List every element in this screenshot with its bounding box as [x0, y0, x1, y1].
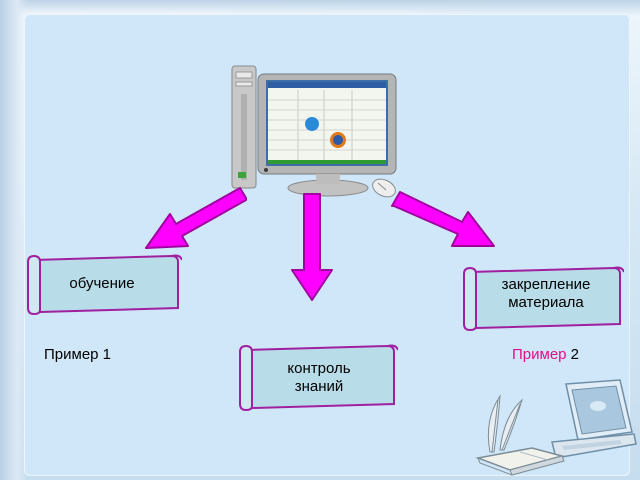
laptop-book-quill-icon	[475, 379, 637, 476]
scroll-learning[interactable]: обучение	[22, 252, 182, 316]
scroll-learning-label: обучение	[69, 275, 135, 292]
computer-icon	[231, 65, 397, 198]
frame-top-decoration	[0, 0, 640, 16]
scroll-control-label: контроль знаний	[287, 360, 351, 395]
example-2-word: Пример	[512, 346, 567, 363]
arrow-down	[291, 193, 333, 301]
scroll-reinforce[interactable]: закрепление материала	[458, 262, 624, 332]
example-1-link[interactable]: Пример 1	[44, 346, 112, 363]
example-2-number: 2	[570, 346, 580, 363]
scroll-control[interactable]: контроль знаний	[234, 340, 398, 412]
arrow-right	[391, 191, 495, 247]
example-2-link[interactable]: Пример 2	[512, 346, 579, 364]
arrow-left	[145, 187, 247, 249]
frame-left-decoration	[0, 0, 28, 480]
scroll-reinforce-label: закрепление материала	[501, 276, 591, 311]
